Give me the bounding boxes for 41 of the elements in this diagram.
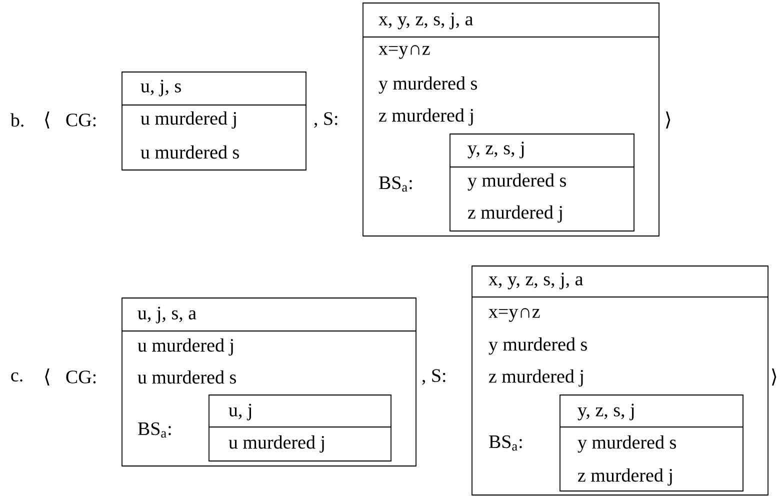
drs-box (472, 266, 768, 496)
condition-text: z murdered j (468, 205, 562, 223)
box-label: BS$_{a}$: (489, 435, 522, 451)
condition-text: x=y∩z (378, 45, 430, 59)
angle-bracket: ⟩ (666, 112, 670, 128)
text-label: b. (10, 113, 24, 127)
header-text: y, z, s, j (578, 404, 634, 420)
header-text: u, j (228, 404, 252, 420)
header-text: x, y, z, s, j, a (378, 12, 473, 30)
condition-text: u murdered s (140, 145, 239, 159)
text-label: CG: (66, 370, 96, 384)
condition-text: u murdered j (138, 338, 233, 356)
condition-text: x=y∩z (488, 308, 540, 322)
header-text: x, y, z, s, j, a (488, 272, 583, 290)
condition-text: z murdered j (578, 468, 672, 486)
angle-bracket: ⟩ (772, 368, 776, 386)
text-label: c. (11, 372, 22, 382)
angle-bracket: ⟨ (45, 368, 50, 386)
condition-text: u murdered s (138, 370, 236, 384)
drs-box (362, 2, 660, 236)
drs-box (122, 298, 416, 466)
condition-text: z murdered j (378, 108, 473, 126)
angle-bracket: ⟨ (45, 112, 50, 128)
condition-text: y murdered s (488, 337, 587, 355)
header-text: u, j, s (140, 80, 181, 96)
condition-text: z murdered j (488, 369, 583, 387)
condition-text: y murdered s (578, 435, 676, 453)
header-text: u, j, s, a (138, 306, 196, 324)
box-label: BS$_{a}$: (379, 176, 412, 192)
header-text: y, z, s, j (468, 142, 524, 158)
condition-text: y murdered s (468, 173, 566, 191)
condition-text: y murdered s (378, 76, 477, 94)
condition-text: u murdered j (140, 111, 236, 129)
text-label: CG: (66, 114, 96, 126)
drs-box (560, 394, 744, 492)
condition-text: u murdered j (228, 435, 324, 453)
drs-box (450, 134, 634, 232)
drs-box (208, 394, 392, 462)
text-label: , S: (422, 369, 446, 385)
drs-box (122, 72, 306, 170)
box-label: BS$_{a}$: (138, 422, 171, 438)
